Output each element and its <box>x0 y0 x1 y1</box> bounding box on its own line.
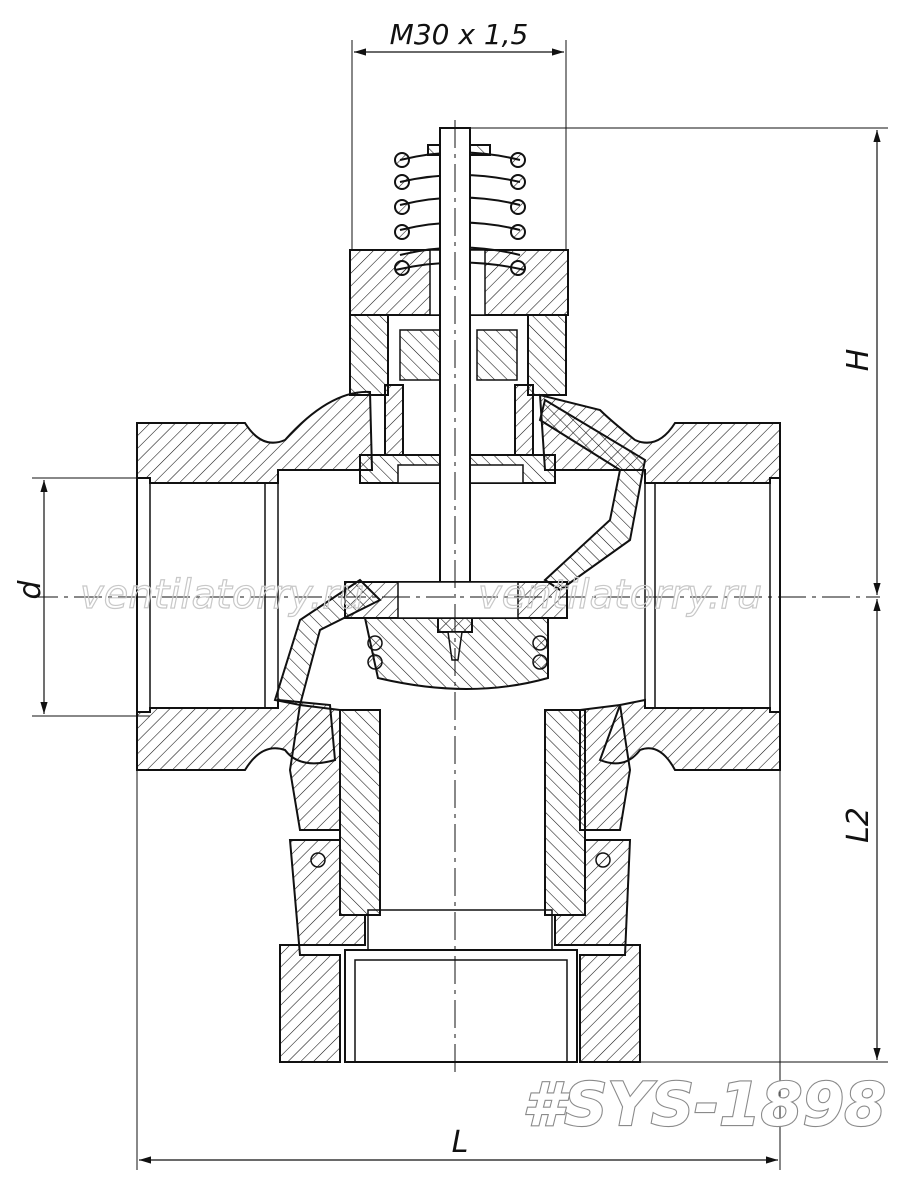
body-partitions <box>273 398 647 831</box>
length-dimension: L <box>136 770 781 1170</box>
thread-dimension: M30 x 1,5 <box>351 18 567 250</box>
bottom-fitting <box>279 709 641 1063</box>
watermark-left: ventilatorry.ru <box>80 572 364 618</box>
valve-plug <box>344 581 568 690</box>
thread-dimension-label: M30 x 1,5 <box>390 18 529 51</box>
diameter-dimension: d <box>13 477 150 717</box>
height-dimension-label: H <box>841 349 876 372</box>
product-tag: #SYS-1898 <box>522 1070 886 1140</box>
height-dimension: H <box>470 127 888 595</box>
lower-length-dimension-label: L2 <box>841 807 876 843</box>
centre-lines <box>30 120 880 1075</box>
watermark-right: ventilatorry.ru <box>478 572 762 618</box>
lower-length-dimension: L2 <box>640 599 888 1063</box>
length-dimension-label: L <box>452 1125 469 1160</box>
diameter-dimension-label: d <box>13 580 48 600</box>
